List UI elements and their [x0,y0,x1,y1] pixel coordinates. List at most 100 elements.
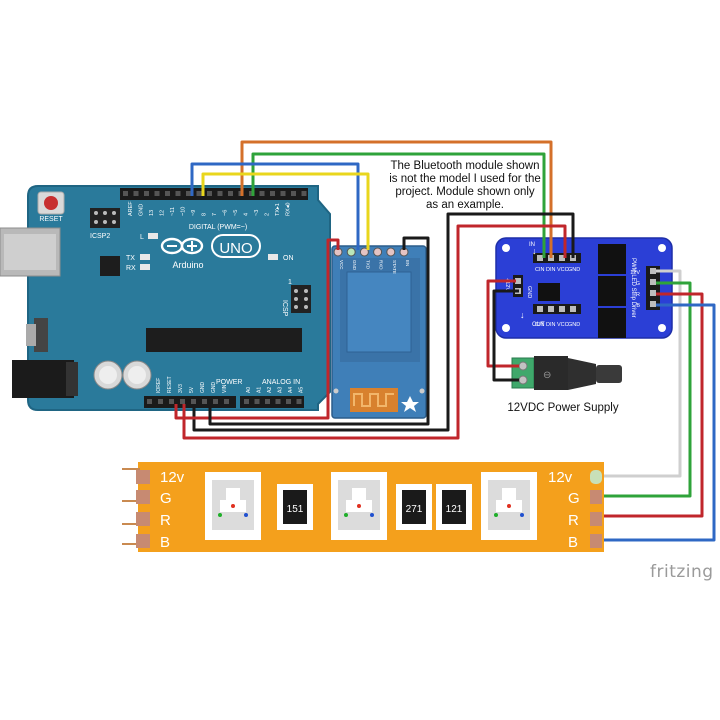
digital-socket [207,191,212,196]
reset-label: RESET [39,216,63,223]
strip-pad-b-right [590,534,602,548]
digital-socket [154,191,160,196]
digital-pin-label: ~6 [223,210,229,216]
bt-pin [386,247,396,257]
strip-left-label-r: R [160,512,171,529]
mosfet-3 [598,308,626,338]
rgb-led-3 [481,472,537,540]
strip-pad-12v-right [590,470,602,484]
digital-socket [291,191,296,196]
analog-header [240,396,304,408]
resistor-151: 151 [277,484,313,530]
strip-left-label-g: G [160,490,172,507]
analog-socket [265,399,270,404]
model-label: UNO [219,240,252,257]
driver-side-gnd-label: GND [526,286,532,298]
power-socket [180,399,185,404]
wire-black-bt-gnd [208,236,430,426]
driver-side-12v-label: +12V [504,278,510,291]
power-header [144,396,236,408]
digital-socket [175,191,181,196]
driver-out-terminal-label: B [636,303,640,309]
wire-yellow-bt [201,172,370,250]
analog-label: ANALOG IN [262,379,300,386]
arrow-down-icon-out: ↓ [520,310,525,320]
digital-socket [259,191,265,196]
strip-right-label-g: G [568,490,580,507]
driver-out-pin-label: DIN [546,322,556,328]
driver-out-terminal-label: G [636,281,640,287]
bt-pin [373,247,383,257]
digital-socket [165,191,170,196]
power-socket [191,399,196,404]
driver-out-pin [559,306,565,312]
analog-socket [244,399,249,404]
analog-pin-label: A5 [299,387,305,393]
digital-socket [196,191,202,196]
power-pin-label: 5V [189,386,195,393]
rgb-led-1 [205,472,261,540]
power-pin-label: VIN [222,384,228,393]
analog-pin-label: A3 [278,387,284,393]
bluetooth-note: The Bluetooth module shown is not the mo… [370,160,560,212]
strip-right-label-r: R [568,512,579,529]
digital-socket [280,191,286,196]
strip-right-label-b: B [568,534,578,551]
digital-pin-label: ~5 [233,210,239,216]
strip-pad-12v-left [136,470,150,484]
digital-pin-label: 12 [160,210,166,216]
resistor-121: 121 [436,484,472,530]
wire-black-driver-gnd [192,212,575,432]
driver-in-pin-label: VCC [557,267,569,273]
strip-left-label-b: B [160,534,170,551]
driver-out-terminal [650,301,656,307]
l-led-label: L [140,234,144,241]
bt-pin-label: RXD [379,260,384,270]
note-line-2: is not the model I used for the [389,173,541,185]
mosfet-2 [598,276,626,306]
power-pin-label: RESET [167,376,173,393]
digital-socket [217,191,223,196]
driver-out-terminal [650,279,656,285]
power-socket [147,399,152,404]
digital-socket [133,191,139,196]
digital-pin-label: RX◂0 [286,203,292,216]
bt-pin-label: EN [405,260,410,266]
digital-pin-label: 8 [202,213,208,216]
bt-pin-label: TXD [365,260,370,270]
driver-out-pin-label: GND [568,322,580,328]
power-label: POWER [216,379,242,386]
brand-label: Arduino [172,260,203,270]
microcontroller-chip [146,328,302,352]
bt-pin [346,247,356,257]
usb-chip [100,256,120,276]
analog-pin-label: A4 [288,387,294,393]
digital-socket [186,191,191,196]
driver-out-terminal-label: R [636,292,640,298]
digital-pin-label: ~3 [254,210,260,216]
wire-blue-strip [596,303,716,542]
bottom-pin-row [147,399,302,404]
resistor-271: 271 [396,484,432,530]
bluetooth-chip [346,271,412,353]
power-socket [213,399,218,404]
digital-pin-label: GND [139,204,145,216]
note-line-4: as an example. [426,199,504,211]
driver-out-terminal [650,290,656,296]
bt-pin-label: VCC [339,260,344,270]
digital-pin-label: TX▸1 [275,203,281,216]
wire-black-12v-gnd [492,289,519,382]
strip-pad-r-left [136,512,150,526]
driver-out-pin [570,306,576,312]
fritzing-watermark: fritzing [650,562,714,582]
power-supply-jack: ⊖ [511,356,622,390]
driver-in-pin-label: DIN [546,267,556,273]
digital-pin-label: ~11 [170,207,176,216]
digital-pin-label: ~9 [191,210,197,216]
driver-out-pin-label: VCC [557,322,569,328]
